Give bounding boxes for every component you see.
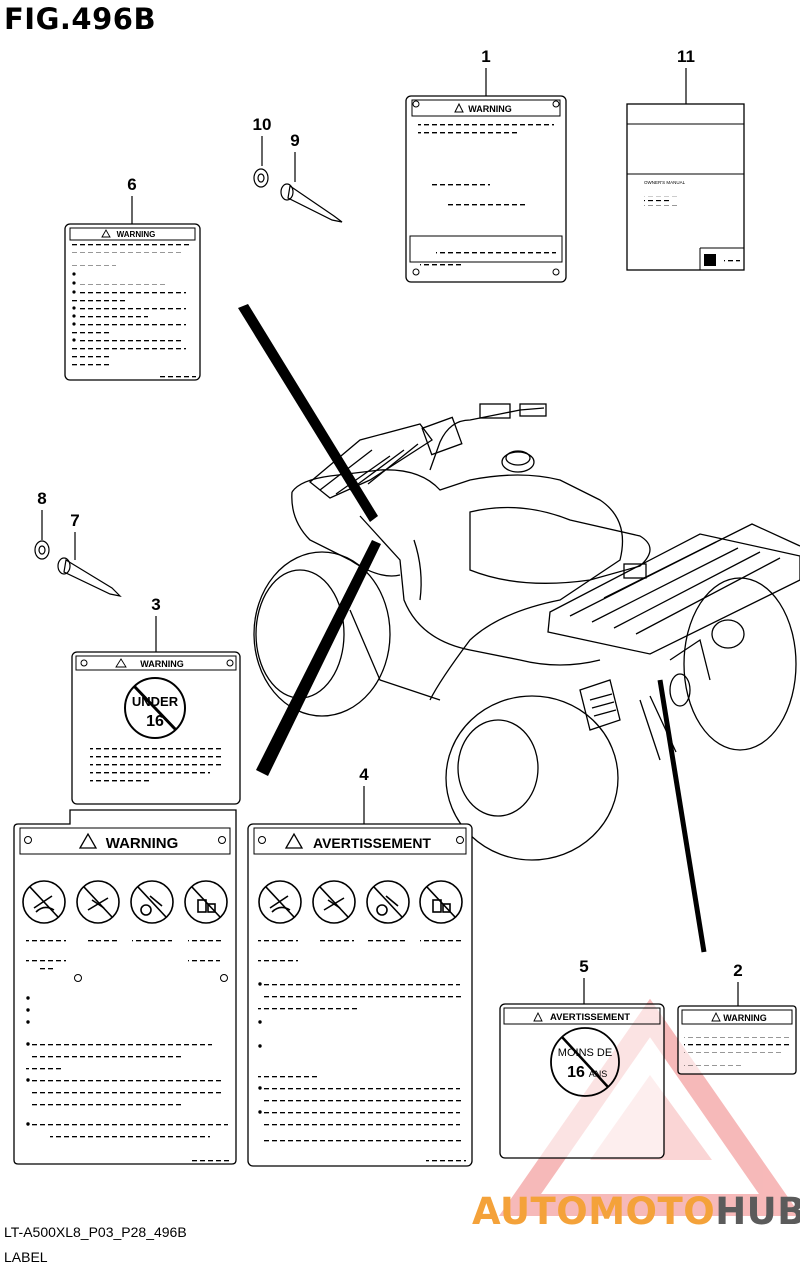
manual-title: OWNER'S MANUAL bbox=[644, 180, 686, 185]
label-6-title: WARNING bbox=[117, 230, 156, 239]
label-5-title: AVERTISSEMENT bbox=[550, 1012, 630, 1023]
atv-illustration bbox=[253, 403, 800, 861]
callout-11: 11 bbox=[677, 47, 695, 66]
callout-8: 8 bbox=[37, 489, 46, 508]
pointer-lines bbox=[238, 304, 707, 953]
brand-logo-icon bbox=[704, 254, 716, 266]
callout-7: 7 bbox=[70, 511, 79, 530]
under-text: UNDER bbox=[132, 694, 179, 709]
under-age: 16 bbox=[146, 713, 164, 730]
callout-1: 1 bbox=[481, 47, 490, 66]
callout-numbers: 1 2 3 4 5 6 7 8 9 10 11 bbox=[37, 47, 743, 1006]
callout-5: 5 bbox=[579, 957, 588, 976]
owners-manual-11: OWNER'S MANUAL bbox=[626, 103, 745, 271]
callout-3: 3 bbox=[151, 595, 160, 614]
rivet-7 bbox=[57, 557, 122, 597]
washer-10 bbox=[253, 168, 269, 188]
label-2: WARNING bbox=[677, 1005, 797, 1075]
watermark-logo: AUTOMOTOHUB bbox=[472, 1190, 800, 1233]
label-3: WARNING UNDER 16 bbox=[71, 651, 241, 805]
label-4-title: AVERTISSEMENT bbox=[313, 835, 431, 851]
label-4: AVERTISSEMENT bbox=[247, 823, 473, 1167]
label-6: WARNING bbox=[64, 223, 201, 381]
label-5: AVERTISSEMENT MOINS DE 16 ANS bbox=[499, 1003, 665, 1159]
footer-name: LABEL bbox=[4, 1249, 48, 1265]
moins-age: 16 bbox=[567, 1064, 585, 1081]
callout-4: 4 bbox=[359, 765, 369, 784]
warning-large-title: WARNING bbox=[106, 835, 179, 852]
watermark-part2: HUB bbox=[715, 1190, 800, 1233]
watermark-part1: AUTOMOTO bbox=[472, 1190, 716, 1233]
label-3-title: WARNING bbox=[140, 659, 184, 669]
figure-title: FIG.496B bbox=[4, 2, 157, 36]
label-1: WARNING bbox=[405, 95, 567, 283]
washer-8 bbox=[34, 540, 50, 560]
callout-10: 10 bbox=[253, 115, 272, 134]
callout-9: 9 bbox=[290, 131, 299, 150]
callout-6: 6 bbox=[127, 175, 136, 194]
footer-code: LT-A500XL8_P03_P28_496B bbox=[4, 1224, 187, 1240]
label-warning-large: WARNING bbox=[13, 809, 237, 1165]
moins-de-text: MOINS DE bbox=[558, 1047, 612, 1059]
label-2-title: WARNING bbox=[723, 1013, 767, 1023]
label-1-title: WARNING bbox=[468, 104, 512, 114]
ans-text: ANS bbox=[589, 1069, 608, 1079]
callout-2: 2 bbox=[733, 961, 742, 980]
rivet-9 bbox=[280, 183, 343, 223]
